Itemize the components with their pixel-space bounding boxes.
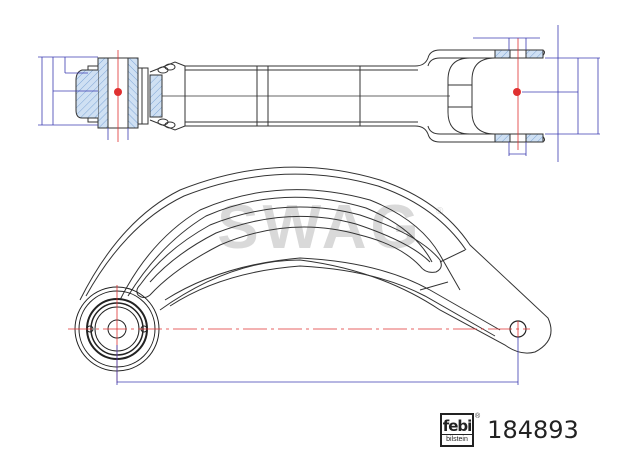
center-mark-icon xyxy=(114,88,122,96)
side-view: SWAG ® xyxy=(68,166,552,385)
brand-block: febi bilstein ® 184893 xyxy=(440,413,579,447)
top-view-dimensions xyxy=(38,25,600,162)
part-number: 184893 xyxy=(487,416,579,444)
febi-bilstein-logo: febi bilstein xyxy=(440,413,474,447)
top-view xyxy=(75,49,545,143)
logo-bottom-text: bilstein xyxy=(442,434,472,445)
logo-top-text: febi xyxy=(442,417,473,435)
top-view-centerlines xyxy=(117,38,519,150)
center-mark-icon xyxy=(513,88,521,96)
registered-mark: ® xyxy=(475,412,481,420)
